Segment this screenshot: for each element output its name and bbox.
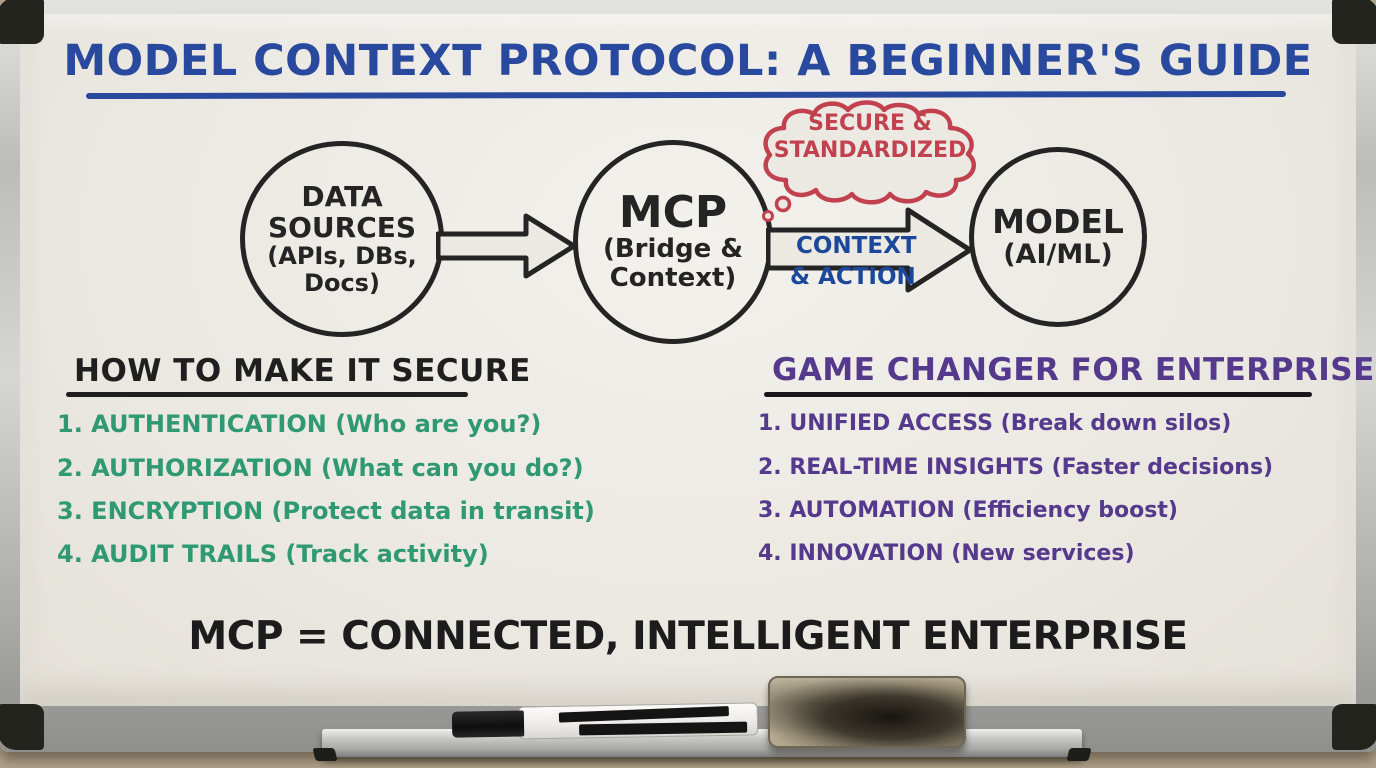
enterprise-heading-underline <box>764 392 1312 397</box>
arrow-data-sources-to-mcp <box>436 213 577 279</box>
security-item: 2. AUTHORIZATION (What can you do?) <box>57 454 584 482</box>
enterprise-item: 3. AUTOMATION (Efficiency boost) <box>758 498 1178 523</box>
node-data-sources-line: DATA <box>301 179 383 213</box>
node-data-sources: DATA SOURCES (APIs, DBs, Docs) <box>240 141 444 337</box>
marker-label-band <box>558 706 730 723</box>
marker-label-band <box>579 721 748 736</box>
frame-corner-cap <box>0 0 44 44</box>
marker-body <box>517 702 759 740</box>
security-heading: HOW TO MAKE IT SECURE <box>74 353 531 389</box>
security-heading-underline <box>66 392 468 397</box>
dry-erase-marker <box>451 697 761 744</box>
whiteboard-frame <box>0 0 1376 752</box>
enterprise-item: 1. UNIFIED ACCESS (Break down silos) <box>758 411 1232 436</box>
whiteboard-eraser <box>768 676 966 748</box>
node-mcp-line: Context) <box>609 263 737 293</box>
thought-cloud-icon <box>762 100 976 222</box>
node-mcp-line: MCP <box>618 187 728 239</box>
node-mcp: MCP (Bridge & Context) <box>573 140 773 344</box>
security-item: 1. AUTHENTICATION (Who are you?) <box>57 410 542 438</box>
node-data-sources-line: Docs) <box>304 268 380 297</box>
arrow-label-context: CONTEXT <box>796 233 917 259</box>
security-item: 4. AUDIT TRAILS (Track activity) <box>57 540 489 568</box>
node-data-sources-line: (APIs, DBs, <box>267 242 417 271</box>
enterprise-item: 2. REAL-TIME INSIGHTS (Faster decisions) <box>758 455 1274 480</box>
enterprise-heading: GAME CHANGER FOR ENTERPRISE <box>772 352 1375 388</box>
footer-statement: MCP = CONNECTED, INTELLIGENT ENTERPRISE <box>188 614 1188 659</box>
enterprise-item: 4. INNOVATION (New services) <box>758 541 1135 566</box>
board-title: MODEL CONTEXT PROTOCOL: A BEGINNER'S GUI… <box>63 36 1313 86</box>
arrow-mcp-to-model <box>766 207 973 293</box>
frame-corner-cap <box>1332 0 1376 44</box>
arrow-label-action: & ACTION <box>790 264 916 290</box>
node-mcp-line: (Bridge & <box>602 234 744 265</box>
thought-cloud-line: SECURE & <box>808 111 932 136</box>
node-model-line: (AI/ML) <box>1003 239 1113 271</box>
frame-corner-cap <box>1332 704 1376 750</box>
tray-end-cap <box>312 748 338 761</box>
node-data-sources-line: SOURCES <box>267 210 417 244</box>
marker-cap <box>451 710 525 738</box>
frame-corner-cap <box>0 704 44 750</box>
thought-cloud-line: STANDARDIZED <box>773 138 967 163</box>
node-model-line: MODEL <box>992 202 1124 241</box>
tray-end-cap <box>1066 748 1092 761</box>
thought-cloud-text: SECURE & STANDARDIZED <box>772 110 968 164</box>
security-item: 3. ENCRYPTION (Protect data in transit) <box>57 497 595 525</box>
whiteboard-surface <box>20 14 1356 706</box>
node-model: MODEL (AI/ML) <box>969 147 1147 327</box>
